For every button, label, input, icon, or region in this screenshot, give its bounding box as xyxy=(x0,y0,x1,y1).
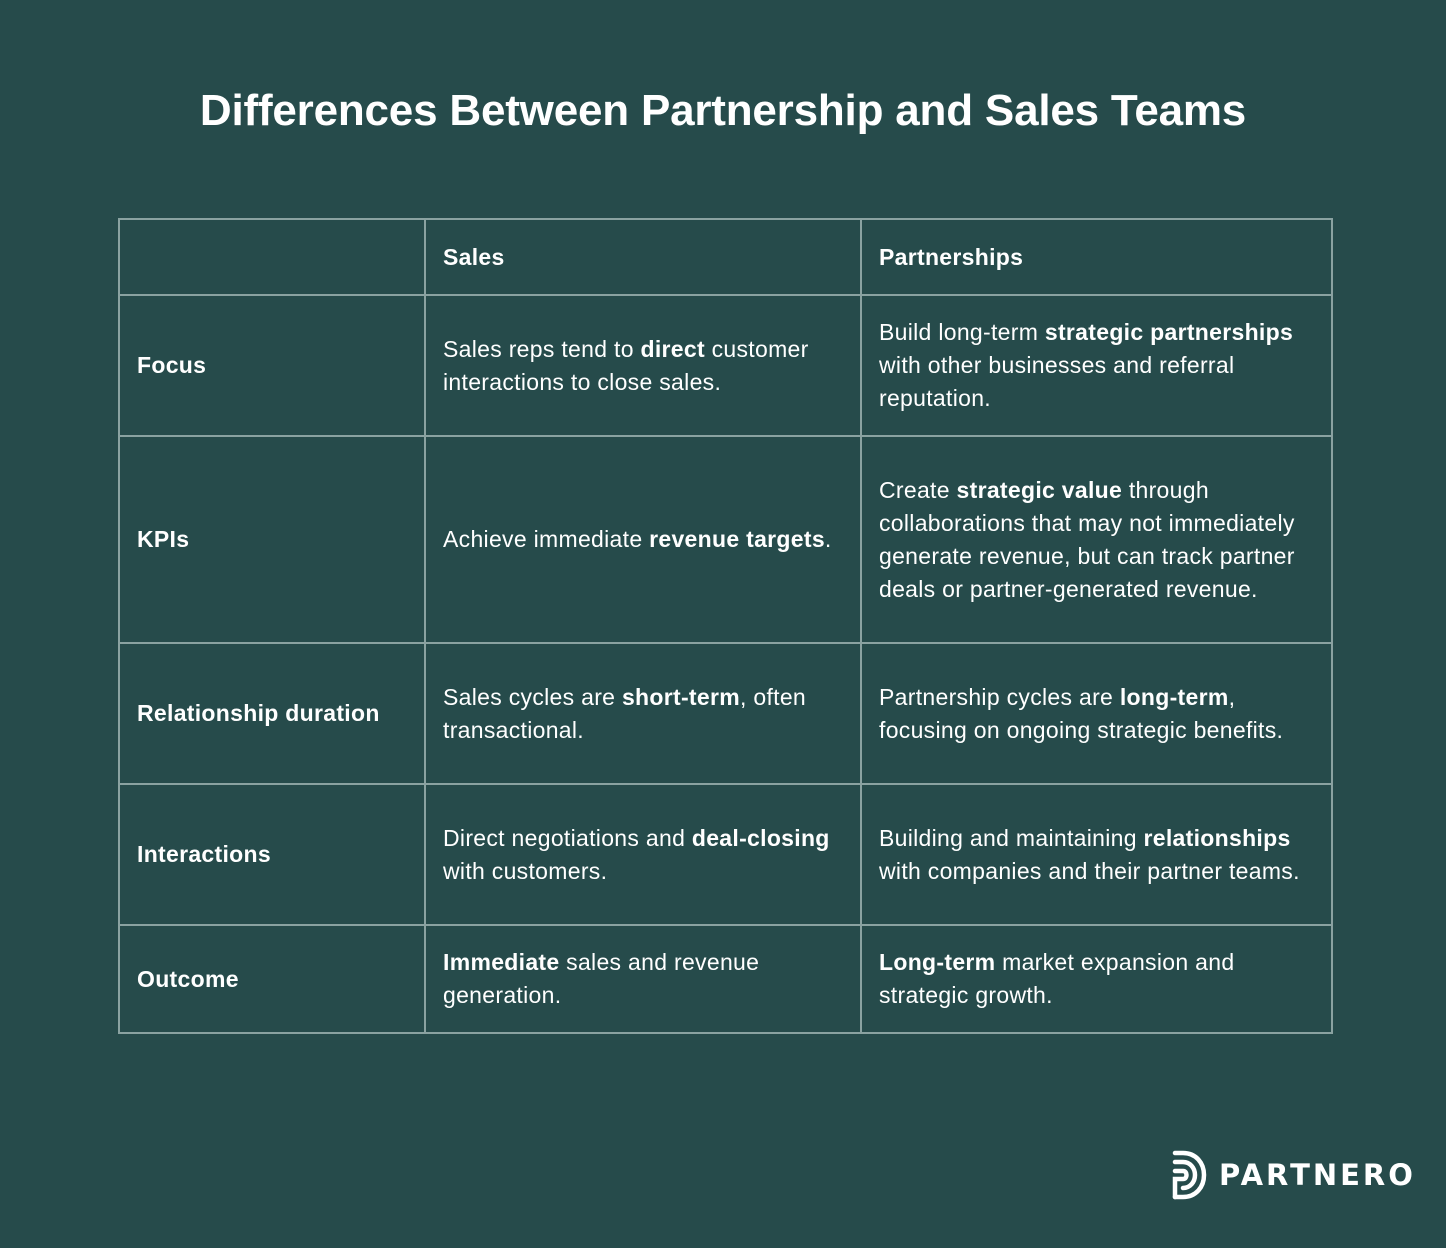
cell-text: Direct negotiations and xyxy=(443,824,692,851)
partnerships-cell: Long-term market expansion and strategic… xyxy=(860,924,1333,1034)
sales-cell: Immediate sales and revenue generation. xyxy=(424,924,862,1034)
table-row: Outcome Immediate sales and revenue gene… xyxy=(118,924,1333,1034)
cell-text: , focusing on ongoing strategic benefits… xyxy=(879,683,1284,743)
cell-text: Achieve immediate xyxy=(443,526,650,552)
row-label: Outcome xyxy=(118,924,426,1034)
emphasis-text: relationships xyxy=(1143,824,1291,851)
header-cell-partnerships: Partnerships xyxy=(860,218,1333,296)
emphasis-text: short-term xyxy=(621,683,740,710)
partnerships-cell: Create strategic value through collabora… xyxy=(860,435,1333,644)
emphasis-text: deal-closing xyxy=(691,824,830,851)
emphasis-text: Immediate xyxy=(443,949,560,975)
cell-text: through collaborations that may not imme… xyxy=(879,476,1295,602)
table-header-row: Sales Partnerships xyxy=(118,218,1333,296)
partnerships-cell: Build long-term strategic partnerships w… xyxy=(860,294,1333,437)
sales-cell: Direct negotiations and deal-closing wit… xyxy=(424,783,862,926)
cell-text: Partnership cycles are xyxy=(879,683,1120,710)
cell-text: Building and maintaining xyxy=(879,824,1144,851)
brand-name: PARTNERO xyxy=(1219,1158,1416,1192)
cell-text: with customers. xyxy=(443,857,608,884)
row-label: Focus xyxy=(118,294,426,437)
cell-text: . xyxy=(824,526,832,552)
cell-text: Sales reps tend to xyxy=(443,335,641,362)
cell-text: Create xyxy=(879,476,957,503)
header-cell-sales: Sales xyxy=(424,218,862,296)
sales-cell: Achieve immediate revenue targets. xyxy=(424,435,862,644)
sales-cell: Sales cycles are short-term, often trans… xyxy=(424,642,862,785)
emphasis-text: strategic partnerships xyxy=(1044,319,1294,345)
table-row: Interactions Direct negotiations and dea… xyxy=(118,783,1333,926)
cell-text: market expansion and strategic growth. xyxy=(879,949,1235,1008)
emphasis-text: long-term xyxy=(1119,683,1229,710)
header-cell-empty xyxy=(118,218,426,296)
cell-text: sales and revenue generation. xyxy=(443,949,760,1008)
cell-text: with other businesses and referral reput… xyxy=(879,352,1235,411)
partnero-logo-icon xyxy=(1171,1150,1207,1200)
sales-cell: Sales reps tend to direct customer inter… xyxy=(424,294,862,437)
page-title: Differences Between Partnership and Sale… xyxy=(199,86,1247,135)
table-row: Relationship duration Sales cycles are s… xyxy=(118,642,1333,785)
row-label: KPIs xyxy=(118,435,426,644)
row-label: Relationship duration xyxy=(118,642,426,785)
cell-text: with companies and their partner teams. xyxy=(879,857,1300,884)
emphasis-text: Long-term xyxy=(879,949,996,975)
comparison-table: Sales Partnerships Focus Sales reps tend… xyxy=(118,218,1333,1034)
cell-text: customer interactions to close sales. xyxy=(443,335,809,395)
partnerships-cell: Building and maintaining relationships w… xyxy=(860,783,1333,926)
partnerships-cell: Partnership cycles are long-term, focusi… xyxy=(860,642,1333,785)
emphasis-text: direct xyxy=(640,335,705,362)
emphasis-text: revenue targets xyxy=(649,526,825,552)
table-row: Focus Sales reps tend to direct customer… xyxy=(118,294,1333,437)
emphasis-text: strategic value xyxy=(956,476,1123,503)
cell-text: Sales cycles are xyxy=(443,683,622,710)
cell-text: Build long-term xyxy=(879,319,1045,345)
row-label: Interactions xyxy=(118,783,426,926)
brand-logo: PARTNERO xyxy=(1171,1150,1416,1200)
table-row: KPIs Achieve immediate revenue targets. … xyxy=(118,435,1333,644)
cell-text: , often transactional. xyxy=(443,683,807,743)
